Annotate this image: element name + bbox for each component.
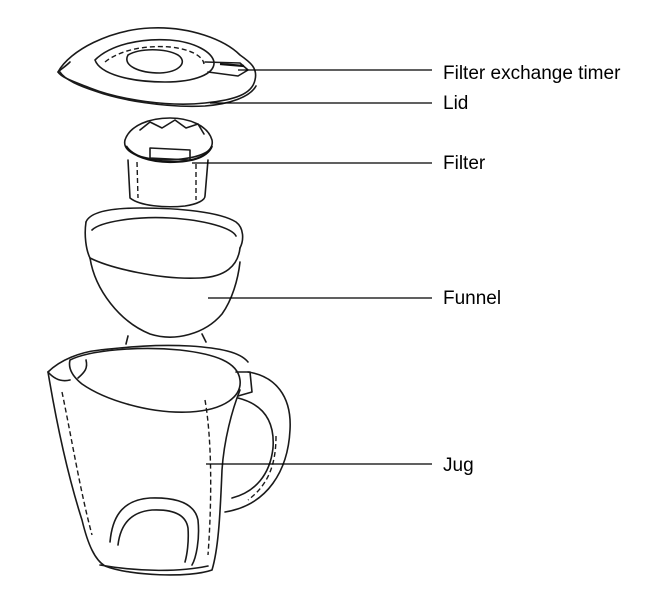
label-filter: Filter xyxy=(443,153,486,174)
funnel-drawing xyxy=(84,207,244,345)
label-lid: Lid xyxy=(443,93,469,114)
lid-drawing xyxy=(57,27,257,108)
label-jug: Jug xyxy=(443,455,474,476)
jug-drawing xyxy=(47,344,291,576)
label-funnel: Funnel xyxy=(443,288,502,309)
filter-drawing xyxy=(124,117,214,208)
label-filter-exchange-timer: Filter exchange timer xyxy=(443,63,621,84)
